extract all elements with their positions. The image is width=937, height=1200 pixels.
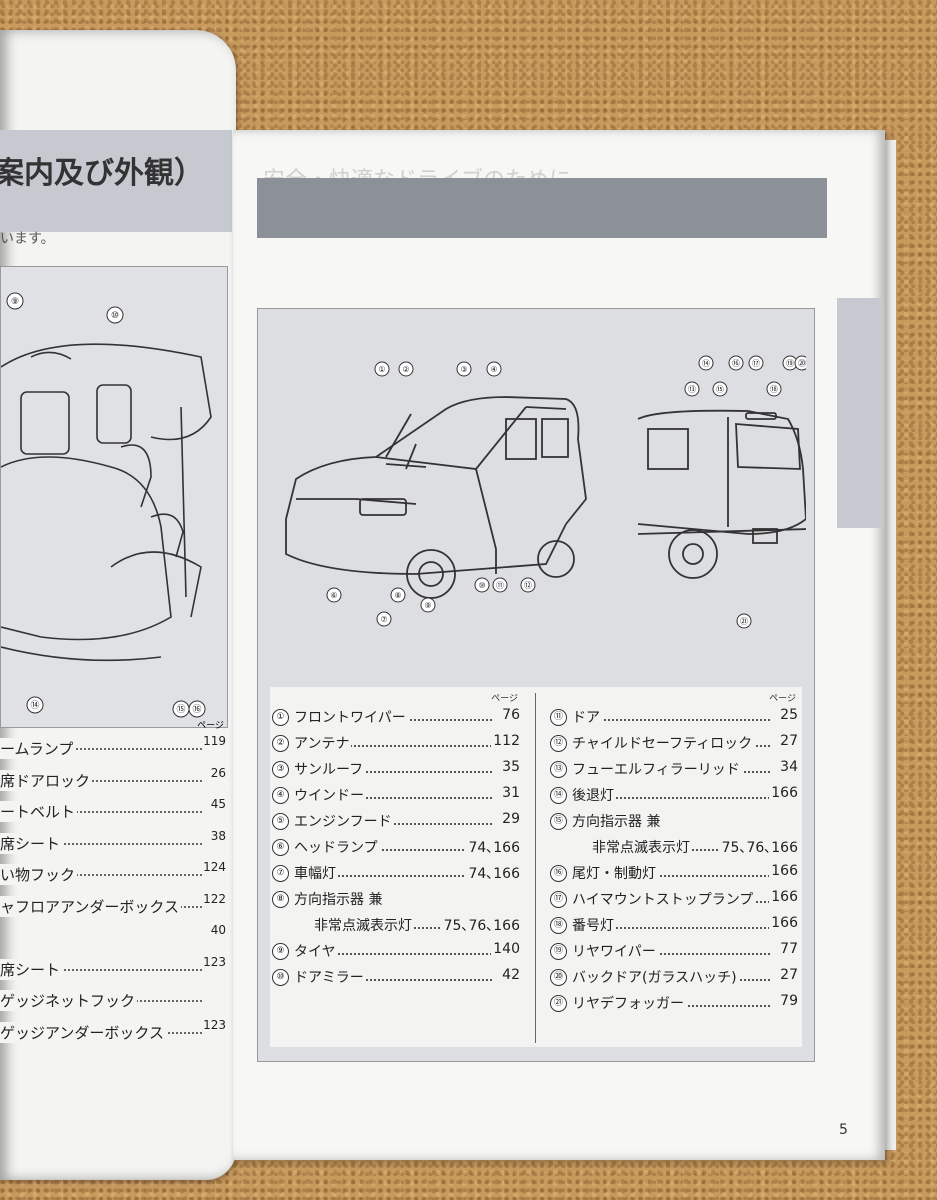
callout-17: ⑰ (752, 359, 760, 368)
callout-21: ㉑ (740, 617, 748, 626)
callout-18: ⑱ (770, 385, 778, 394)
exterior-panel: ① ② ③ ④ ⑥ ⑦ ⑧ ⑨ ⑩ ⑪ ⑫ ⑬ ⑭ ⑮ ⑯ ⑰ ⑱ ⑲ ⑳ ㉑ (257, 308, 815, 1062)
callout-6: ⑥ (330, 591, 337, 600)
callout-11: ⑪ (496, 581, 504, 590)
callout-4: ④ (490, 365, 497, 374)
interior-illustration: ⑨ ⑩ ⑭ ⑮ ⑯ (0, 292, 212, 718)
left-page-header-bar (0, 130, 232, 232)
callout-16: ⑯ (732, 359, 740, 368)
callout-14: ⑭ (702, 359, 710, 368)
callout-14: ⑭ (30, 700, 39, 711)
exterior-illustration: ① ② ③ ④ ⑥ ⑦ ⑧ ⑨ ⑩ ⑪ ⑫ ⑬ ⑭ ⑮ ⑯ ⑰ ⑱ ⑲ ⑳ ㉑ (285, 355, 806, 629)
page-unit-label: ページ (769, 694, 796, 704)
callout-15: ⑮ (176, 704, 185, 715)
callout-12: ⑫ (524, 581, 532, 590)
callout-1: ① (378, 365, 385, 374)
list-item: 40 (210, 923, 226, 937)
callout-8: ⑧ (394, 591, 401, 600)
left-page-title: 案内及び外観） (0, 156, 204, 191)
callout-20: ⑳ (798, 359, 806, 368)
callout-7: ⑦ (380, 615, 387, 624)
callout-16: ⑯ (192, 704, 201, 715)
interior-diagram: ⑨ ⑩ ⑭ ⑮ ⑯ (0, 266, 228, 728)
left-page-subtitle: います。 (0, 231, 55, 247)
callout-9: ⑨ (11, 297, 19, 307)
page-unit-label: ページ (491, 694, 518, 704)
callout-13: ⑬ (688, 385, 696, 394)
chapter-side-tab (837, 298, 881, 528)
callout-19: ⑲ (786, 359, 794, 368)
left-page: 案内及び外観） います。 (0, 30, 236, 1180)
right-page-header-bar (257, 178, 827, 238)
right-page: 安全・快適なドライブのために (233, 130, 885, 1160)
callout-10: ⑩ (478, 581, 485, 590)
callout-2: ② (402, 365, 409, 374)
page-number: 5 (839, 1122, 848, 1138)
list-item: ゲッジネットフック (0, 982, 230, 1014)
left-page-unit: ページ (197, 721, 224, 731)
callout-10: ⑩ (111, 311, 119, 321)
column-divider (535, 693, 536, 1043)
callout-9: ⑨ (424, 601, 431, 610)
callout-3: ③ (460, 365, 467, 374)
callout-15: ⑮ (716, 385, 724, 394)
